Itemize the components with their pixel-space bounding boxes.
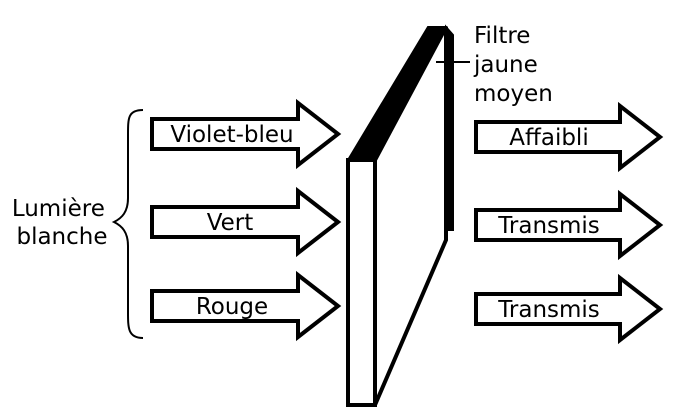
output-arrow-transmitted-1: Transmis xyxy=(474,189,664,261)
input-arrow-red: Rouge xyxy=(150,270,342,342)
filter-label: Filtre jaune moyen xyxy=(473,23,553,107)
filter-label-line-1: Filtre xyxy=(474,23,530,49)
input-arrow-red-label: Rouge xyxy=(196,294,268,320)
white-light-label: Lumière blanche xyxy=(12,196,112,250)
filter-side-face xyxy=(373,26,448,406)
input-arrow-violet-blue: Violet-bleu xyxy=(150,98,342,170)
output-arrow-transmitted-2: Transmis xyxy=(474,273,664,345)
output-arrows: Affaibli Transmis Transmis xyxy=(474,101,664,345)
yellow-filter-plate xyxy=(346,24,454,407)
white-light-label-line-1: Lumière xyxy=(12,196,105,222)
white-light-label-line-2: blanche xyxy=(16,224,107,250)
output-arrow-transmitted-2-label: Transmis xyxy=(497,297,600,323)
output-arrow-weakened: Affaibli xyxy=(474,101,664,173)
output-arrow-transmitted-1-label: Transmis xyxy=(497,213,600,239)
input-arrows: Violet-bleu Vert Rouge xyxy=(150,98,342,342)
input-arrow-green: Vert xyxy=(150,186,342,258)
filter-label-line-3: moyen xyxy=(474,81,553,107)
filter-front-face xyxy=(346,158,377,407)
input-arrow-green-label: Vert xyxy=(207,210,254,236)
filter-label-line-2: jaune xyxy=(473,52,538,78)
input-arrow-violet-blue-label: Violet-bleu xyxy=(170,122,293,148)
white-light-brace xyxy=(111,109,144,339)
output-arrow-weakened-label: Affaibli xyxy=(509,125,588,151)
